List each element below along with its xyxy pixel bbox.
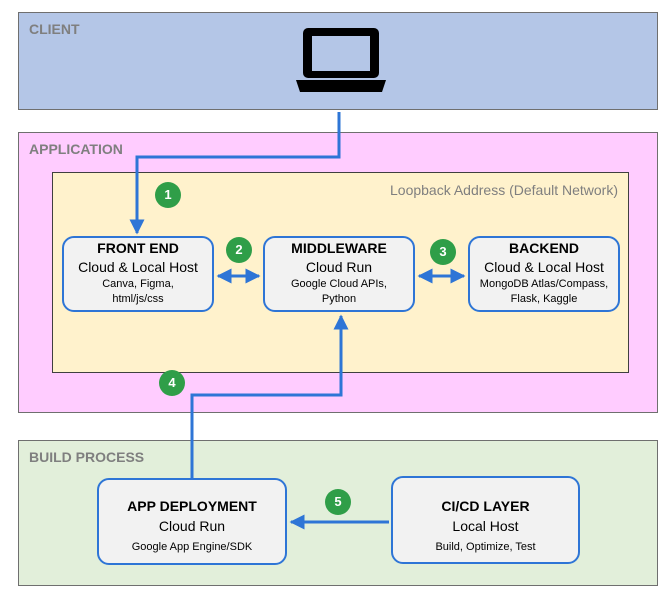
step-badge-1: 1 — [155, 182, 181, 208]
middleware-host: Cloud Run — [305, 259, 373, 275]
app-deployment-host: Cloud Run — [158, 518, 226, 534]
front-end-title: FRONT END — [97, 240, 179, 256]
app-deployment-node: APP DEPLOYMENT Cloud Run Google App Engi… — [97, 478, 287, 565]
app-deployment-title: APP DEPLOYMENT — [127, 498, 257, 514]
application-layer-title: APPLICATION — [29, 141, 123, 157]
front-end-tools-2: html/js/css — [112, 293, 164, 305]
middleware-tools-2: Python — [321, 293, 357, 305]
front-end-node: FRONT END Cloud & Local Host Canva, Figm… — [62, 236, 214, 312]
cicd-host: Local Host — [452, 518, 519, 534]
step-badge-4: 4 — [159, 370, 185, 396]
app-deployment-tools: Google App Engine/SDK — [131, 541, 253, 553]
step-badge-2: 2 — [226, 237, 252, 263]
middleware-tools-1: Google Cloud APIs, — [290, 278, 387, 290]
connector-client-frontend — [129, 112, 341, 235]
cicd-title: CI/CD LAYER — [441, 498, 530, 514]
middleware-title: MIDDLEWARE — [291, 240, 387, 256]
middleware-node: MIDDLEWARE Cloud Run Google Cloud APIs, … — [263, 236, 415, 312]
backend-title: BACKEND — [509, 240, 579, 256]
connector-deployment-middleware — [190, 314, 349, 478]
cicd-node: CI/CD LAYER Local Host Build, Optimize, … — [391, 476, 580, 564]
front-end-tools-1: Canva, Figma, — [102, 278, 174, 290]
client-layer-title: CLIENT — [29, 21, 80, 37]
loopback-label: Loopback Address (Default Network) — [390, 182, 618, 198]
backend-host: Cloud & Local Host — [484, 259, 604, 275]
build-layer-title: BUILD PROCESS — [29, 449, 145, 465]
step-badge-5: 5 — [325, 489, 351, 515]
step-badge-3: 3 — [430, 239, 456, 265]
backend-tools-2: Flask, Kaggle — [510, 293, 578, 305]
backend-tools-1: MongoDB Atlas/Compass, — [479, 278, 609, 290]
backend-node: BACKEND Cloud & Local Host MongoDB Atlas… — [468, 236, 620, 312]
front-end-host: Cloud & Local Host — [78, 259, 198, 275]
cicd-tools: Build, Optimize, Test — [435, 541, 536, 553]
laptop-icon — [296, 28, 386, 92]
